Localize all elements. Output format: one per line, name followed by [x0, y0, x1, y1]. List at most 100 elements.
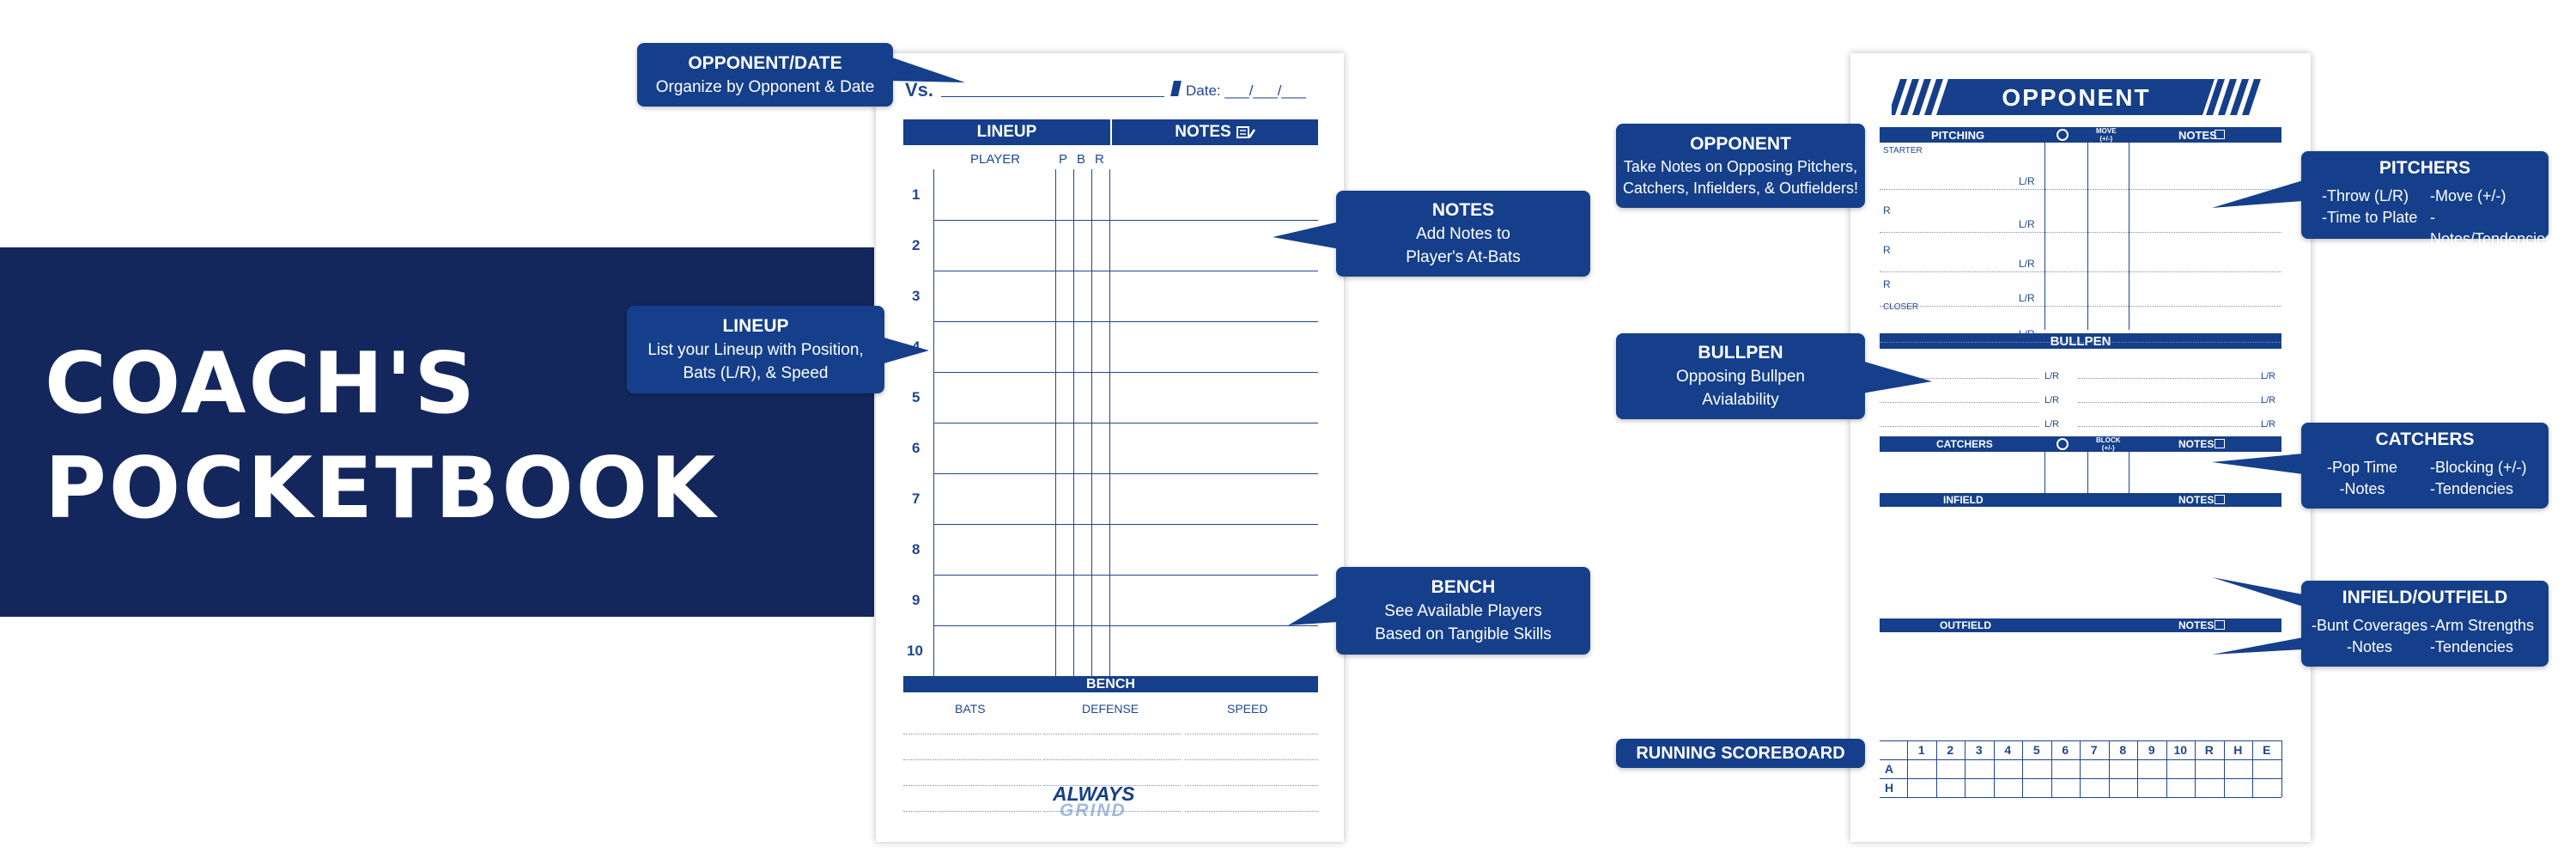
bench-dotted-line: [1185, 811, 1318, 812]
pitcher-row-label: CLOSER: [1883, 302, 1919, 312]
bench-dotted-line: [1043, 785, 1181, 786]
bullpen-lr-label: L/R: [2044, 371, 2060, 381]
lineup-row-line: [933, 575, 1318, 576]
hero-banner: COACH'S POCKETBOOK: [0, 247, 874, 617]
throw-lr-label: L/R: [2019, 258, 2035, 270]
callout-infield-outfield-title: INFIELD/OUTFIELD: [2342, 588, 2508, 607]
throw-lr-label: L/R: [2019, 328, 2035, 340]
lineup-row-line: [933, 625, 1318, 626]
bullpen-dotted-line: [2078, 426, 2267, 427]
bench-dotted-line: [903, 759, 1041, 760]
infield-outfield-pointers: [2212, 577, 2303, 655]
hero-title-line2: POCKETBOOK: [45, 440, 719, 538]
bullpen-lr-label: L/R: [2261, 395, 2276, 405]
callout-catchers-col2: -Blocking (+/-)-Tendencies: [2430, 459, 2527, 497]
scoreboard-col-header: H: [2233, 743, 2243, 757]
lineup-row-number: 8: [912, 541, 920, 557]
scoreboard-col-header: 5: [2032, 743, 2040, 757]
pitcher-row-label: R: [1883, 204, 1891, 216]
col-p: P: [1059, 152, 1068, 167]
bench-header: BENCH: [903, 676, 1318, 692]
lineup-row-number: 3: [912, 288, 920, 304]
scoreboard-col-header: 6: [2062, 743, 2069, 757]
bullpen-lr-label: L/R: [2261, 371, 2276, 381]
scoreboard-row-line: [1880, 797, 2281, 798]
bullpen-dotted-line: [1880, 402, 2038, 403]
callout-opponent-date-line1: Organize by Opponent & Date: [655, 77, 875, 96]
lineup-row-number: 5: [912, 389, 920, 405]
scoreboard-col-line: [1993, 740, 1995, 797]
callout-lineup-line2: Bats (L/R), & Speed: [683, 364, 829, 382]
pitchers-pointer: [2212, 180, 2303, 208]
callout-scoreboard-title: RUNNING SCOREBOARD: [1636, 744, 1845, 763]
opponent-banner: OPPONENT: [1892, 79, 2269, 115]
callout-bullpen: BULLPEN Opposing Bullpen Avialability: [1616, 333, 1865, 419]
callout-catchers-title: CATCHERS: [2375, 430, 2475, 449]
lineup-row-number: 2: [912, 237, 920, 253]
hero-title-line1: COACH'S: [45, 335, 477, 433]
scoreboard-col-line: [2223, 740, 2225, 797]
callout-catchers: CATCHERS -Pop Time-Notes -Blocking (+/-)…: [2301, 423, 2549, 509]
callout-lineup-line1: List your Lineup with Position,: [647, 341, 864, 359]
callout-infield-outfield-col1: -Bunt Coverages-Notes: [2312, 617, 2428, 655]
lineup-row-number: 4: [912, 338, 920, 355]
lineup-row-line: [933, 676, 1318, 677]
catchers-header: CATCHERS BLOCK(+/-) NOTES: [1880, 436, 2281, 452]
lineup-row-number: 1: [912, 186, 920, 203]
callout-notes-title: NOTES: [1431, 200, 1495, 220]
scoreboard-col-line: [2281, 740, 2282, 797]
callout-opponent: OPPONENT Take Notes on Opposing Pitchers…: [1616, 124, 1865, 208]
bench-col-bats: BATS: [955, 702, 986, 716]
logo-grind: GRIND: [1060, 801, 1127, 820]
lineup-row-number: 9: [912, 592, 920, 608]
throw-lr-label: L/R: [2019, 292, 2035, 304]
date-label: Date: ___/___/___: [1186, 82, 1306, 99]
bullpen-dotted-line: [2078, 402, 2267, 403]
scoreboard-col-header: 7: [2090, 743, 2098, 757]
callout-bullpen-line1: Opposing Bullpen: [1676, 368, 1805, 386]
flag-icon: [1170, 81, 1182, 96]
pitcher-row-label: R: [1883, 278, 1891, 290]
callout-bench-line2: Based on Tangible Skills: [1375, 625, 1552, 643]
callout-pitchers-title: PITCHERS: [2379, 158, 2471, 178]
callout-bullpen-title: BULLPEN: [1698, 343, 1783, 362]
opponent-date-pointer: [890, 57, 965, 82]
callout-pitchers-col2: -Move (+/-)-Notes/Tendencies: [2430, 187, 2554, 247]
block-header: BLOCK(+/-): [2096, 436, 2121, 452]
callout-opponent-date: OPPONENT/DATE Organize by Opponent & Dat…: [637, 43, 893, 107]
bench-dotted-line: [1185, 785, 1318, 786]
scoreboard-col-header: R: [2204, 743, 2214, 757]
scoreboard-col-header: 10: [2173, 743, 2188, 757]
bench-dotted-line: [1043, 759, 1181, 760]
pitching-dotted-line: [1880, 342, 2281, 343]
opponent-page: OPPONENT PITCHING MOVE(+/-) NOTES BULLPE…: [1850, 53, 2311, 842]
notes-pointer: [1273, 222, 1340, 249]
scoreboard-col-line: [1907, 740, 1908, 797]
scoreboard-col-line: [2022, 740, 2023, 797]
bench-dotted-line: [1185, 759, 1318, 760]
scoreboard-col-line: [2108, 740, 2110, 797]
scoreboard-col-line: [2050, 740, 2052, 797]
lineup-page: Vs. Date: ___/___/___ LINEUP NOTES PLAYE…: [876, 53, 1344, 842]
pitching-dotted-line: [1880, 189, 2281, 190]
scoreboard-col-line: [1935, 740, 1937, 797]
lineup-row-line: [933, 372, 1318, 373]
scoreboard-col-line: [2137, 740, 2138, 797]
scoreboard-col-header: 2: [1947, 743, 1954, 757]
callout-bench-title: BENCH: [1431, 577, 1496, 597]
callout-lineup: LINEUP List your Lineup with Position, B…: [627, 306, 884, 393]
throw-lr-label: L/R: [2019, 218, 2035, 230]
lineup-header: LINEUP: [903, 119, 1110, 145]
bullpen-dotted-line: [2078, 378, 2267, 379]
callout-opponent-date-title: OPPONENT/DATE: [688, 52, 842, 73]
bench-pointer: [1288, 596, 1338, 625]
callout-notes-line1: Add Notes to: [1416, 225, 1510, 243]
bench-dotted-line: [903, 785, 1041, 786]
throw-lr-label: L/R: [2019, 175, 2035, 187]
stopwatch-icon-2: [2057, 438, 2069, 450]
lineup-row-number: 10: [907, 643, 923, 659]
callout-scoreboard: RUNNING SCOREBOARD: [1616, 739, 1865, 768]
callout-opponent-line2: Catchers, Infielders, & Outfielders!: [1622, 180, 1859, 197]
scoreboard-col-header: 1: [1917, 743, 1925, 757]
pitcher-row-label: STARTER: [1883, 146, 1923, 155]
